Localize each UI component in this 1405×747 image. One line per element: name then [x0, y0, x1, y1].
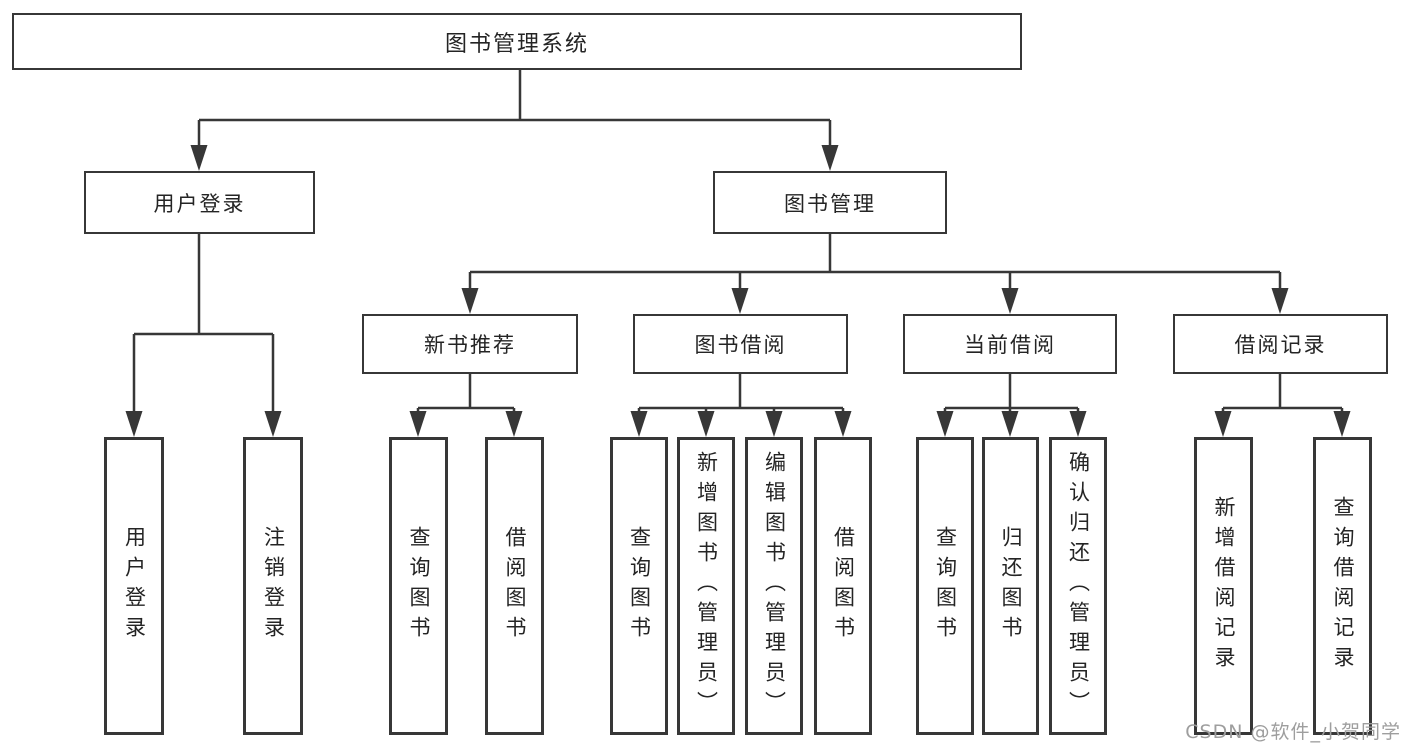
node-label: 查询图书: [933, 526, 958, 646]
node-user-login-action: 用户登录: [104, 437, 164, 735]
node-newbook-query-books: 查询图书: [389, 437, 448, 735]
node-label: 借阅图书: [503, 526, 527, 646]
node-current-return-books: 归还图书: [982, 437, 1039, 735]
node-label: 确认归还（管理员）: [1066, 451, 1091, 721]
node-label: 编辑图书（管理员）: [762, 451, 787, 721]
node-label: 归还图书: [999, 526, 1023, 646]
node-current-borrowing: 当前借阅: [903, 314, 1117, 374]
node-label: 当前借阅: [964, 333, 1056, 357]
node-label: 图书借阅: [694, 333, 787, 357]
arrowheads: [125, 145, 1351, 437]
node-current-confirm-return-admin: 确认归还（管理员）: [1049, 437, 1107, 735]
node-label: 借阅图书: [831, 526, 856, 646]
node-new-book-recommendation: 新书推荐: [362, 314, 578, 374]
node-borrow-borrow-books: 借阅图书: [814, 437, 872, 735]
node-label: 查询借阅记录: [1331, 496, 1355, 676]
node-user-login: 用户登录: [84, 171, 315, 234]
node-label: 查询图书: [627, 526, 652, 646]
node-label: 图书管理: [784, 191, 876, 216]
node-book-management: 图书管理: [713, 171, 947, 234]
node-label: 查询图书: [407, 526, 431, 646]
node-label: 新书推荐: [424, 333, 516, 357]
node-label: 新增图书（管理员）: [694, 451, 719, 721]
node-library-management-system: 图书管理系统: [12, 13, 1022, 70]
watermark: CSDN @软件_小贺同学: [1185, 721, 1401, 743]
node-borrow-query-books: 查询图书: [610, 437, 668, 735]
node-label: 用户登录: [153, 191, 246, 216]
node-label: 用户登录: [122, 526, 147, 646]
node-newbook-borrow-books: 借阅图书: [485, 437, 544, 735]
node-current-query-books: 查询图书: [916, 437, 974, 735]
node-logout: 注销登录: [243, 437, 303, 735]
node-records-add-borrow-record: 新增借阅记录: [1194, 437, 1253, 735]
node-borrowing-records: 借阅记录: [1173, 314, 1388, 374]
node-borrow-edit-books-admin: 编辑图书（管理员）: [745, 437, 803, 735]
node-records-query-borrow-record: 查询借阅记录: [1313, 437, 1372, 735]
node-label: 新增借阅记录: [1212, 496, 1236, 676]
node-label: 注销登录: [261, 526, 286, 646]
node-borrow-add-books-admin: 新增图书（管理员）: [677, 437, 735, 735]
node-label: 图书管理系统: [444, 31, 589, 57]
node-book-borrowing: 图书借阅: [633, 314, 848, 374]
node-label: 借阅记录: [1234, 333, 1327, 357]
